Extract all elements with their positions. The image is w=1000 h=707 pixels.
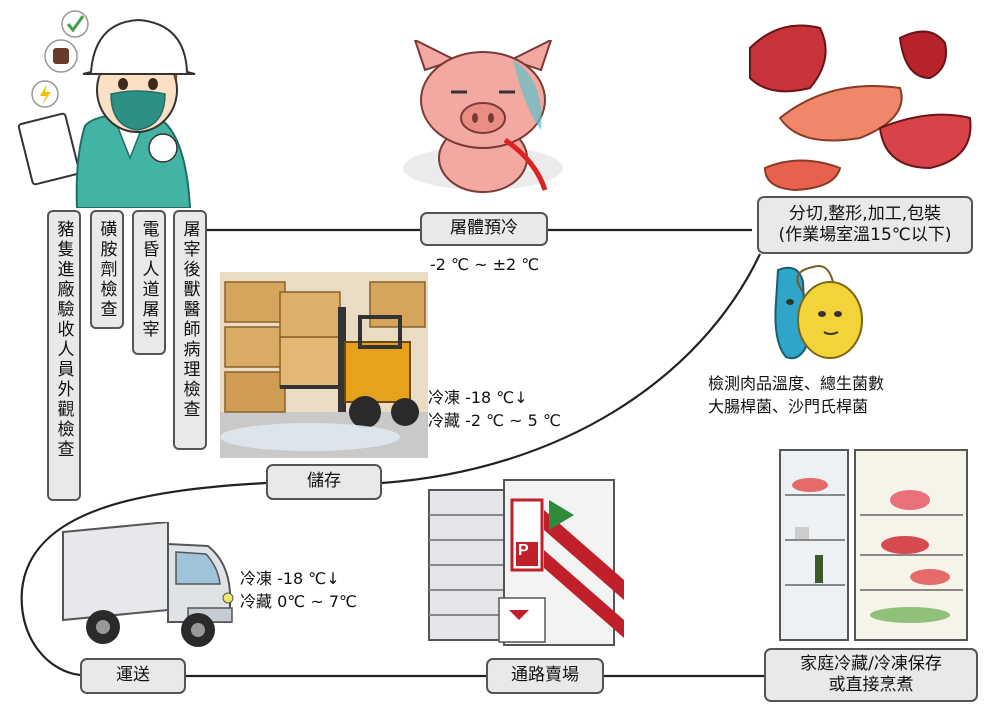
transport-box: 運送 bbox=[80, 658, 186, 694]
cutting-line2: (作業場室溫15℃以下) bbox=[778, 225, 952, 245]
inspection-step-electric-stunning: 電昏人道屠宰 bbox=[132, 210, 166, 355]
inspector-illustration bbox=[17, 10, 196, 208]
refrigerator-illustration bbox=[779, 449, 968, 641]
pig-illustration bbox=[403, 40, 563, 193]
warehouse-forklift-illustration bbox=[220, 272, 428, 458]
testing-line2: 大腸桿菌、沙門氏桿菌 bbox=[708, 397, 869, 417]
transport-label: 運送 bbox=[116, 665, 150, 686]
storage-chill: 冷藏 -2 ℃ ~ 5 ℃ bbox=[428, 411, 561, 431]
storage-label: 儲存 bbox=[307, 471, 341, 492]
home-line2: 或直接烹煮 bbox=[828, 675, 914, 695]
transport-temps: 冷凍 -18 ℃↓ 冷藏 0℃ ~ 7℃ bbox=[240, 567, 357, 613]
cutting-line1: 分切,整形,加工,包裝 bbox=[788, 203, 942, 224]
precool-box: 屠體預冷 bbox=[420, 212, 548, 246]
inspection-step-sulfonamide-test: 磺胺劑檢查 bbox=[90, 210, 124, 329]
storage-freeze: 冷凍 -18 ℃↓ bbox=[428, 388, 528, 407]
storage-temps: 冷凍 -18 ℃↓ 冷藏 -2 ℃ ~ 5 ℃ bbox=[428, 386, 561, 432]
retail-label: 通路賣場 bbox=[511, 665, 579, 686]
testing-note: 檢測肉品溫度、總生菌數 大腸桿菌、沙門氏桿菌 bbox=[708, 372, 884, 418]
truck-illustration bbox=[62, 522, 234, 647]
home-line1: 家庭冷藏/冷凍保存 bbox=[800, 653, 942, 674]
inspection-step-visual-check: 豬隻進廠驗收人員外觀檢查 bbox=[47, 210, 81, 501]
meat-cuts-illustration bbox=[749, 24, 972, 192]
precool-label: 屠體預冷 bbox=[450, 218, 518, 239]
transport-chill: 冷藏 0℃ ~ 7℃ bbox=[240, 592, 357, 612]
inspection-step-vet-pathology: 屠宰後獸醫師病理檢查 bbox=[173, 210, 207, 450]
retail-building-illustration bbox=[428, 479, 624, 646]
cutting-box: 分切,整形,加工,包裝 (作業場室溫15℃以下) bbox=[757, 196, 973, 254]
retail-box: 通路賣場 bbox=[486, 658, 604, 694]
transport-freeze: 冷凍 -18 ℃↓ bbox=[240, 569, 340, 588]
testing-line1: 檢測肉品溫度、總生菌數 bbox=[708, 374, 885, 393]
home-box: 家庭冷藏/冷凍保存 或直接烹煮 bbox=[764, 648, 978, 702]
connector-storage-transport bbox=[20, 481, 267, 677]
storage-box: 儲存 bbox=[266, 464, 382, 500]
connector-cutting-storage bbox=[381, 253, 761, 485]
retail-sign-letter: P bbox=[518, 542, 529, 559]
bacteria-illustration bbox=[774, 265, 863, 360]
precool-temp: -2 ℃ ~ ±2 ℃ bbox=[430, 255, 540, 274]
